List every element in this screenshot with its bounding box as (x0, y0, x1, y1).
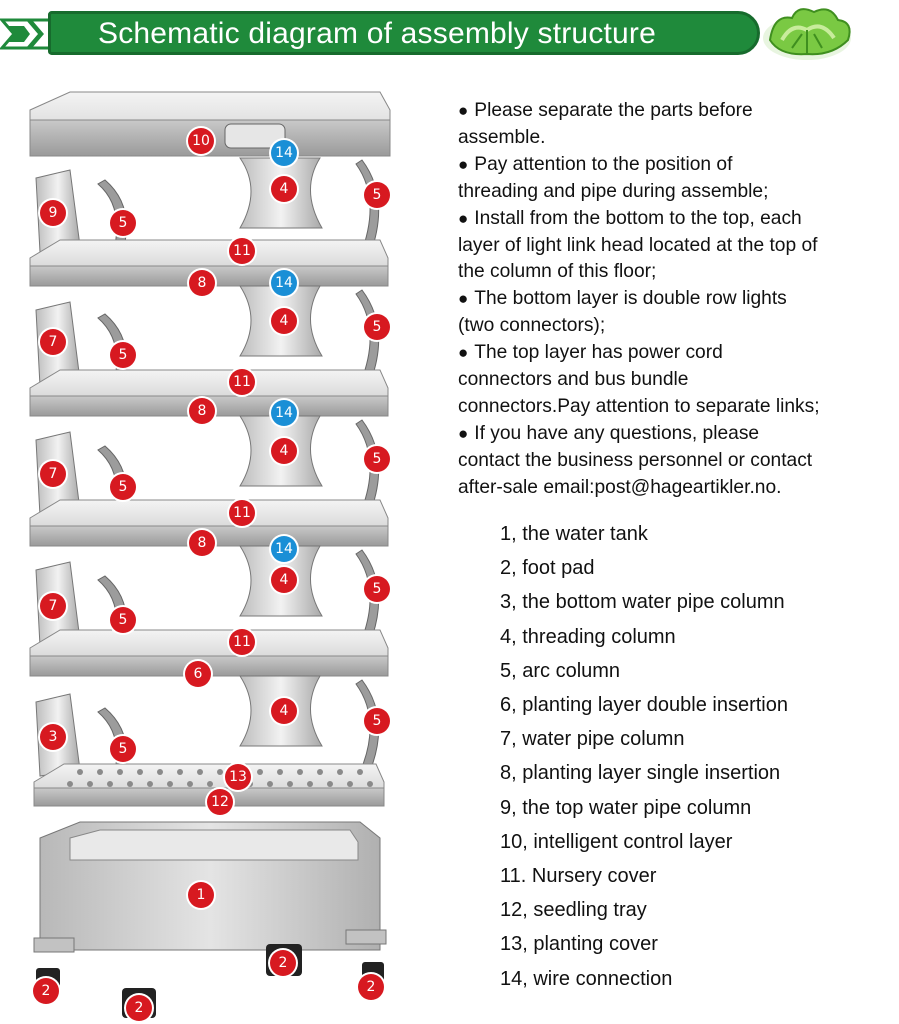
legend-item: 1, the water tank (500, 523, 648, 545)
note-line: ●Install from the bottom to the top, eac… (458, 207, 802, 229)
note-line: ●The bottom layer is double row lights (458, 288, 787, 310)
part-badge: 11 (229, 629, 255, 655)
part-badge: 5 (364, 182, 390, 208)
part-badge: 13 (225, 764, 251, 790)
bullet-icon: ● (458, 423, 469, 443)
part-badge: 4 (271, 176, 297, 202)
page-title: Schematic diagram of assembly structure (98, 17, 657, 50)
part-badge: 8 (189, 270, 215, 296)
part-badge: 5 (364, 576, 390, 602)
legend-item: 2, foot pad (500, 557, 595, 580)
note-line: ●The top layer has power cord (458, 342, 723, 364)
legend-item: 9, the top water pipe column (500, 796, 752, 819)
legend-item: 11. Nursery cover (500, 865, 657, 888)
part-badge: 11 (229, 500, 255, 526)
bullet-icon: ● (458, 154, 469, 174)
bullet-icon: ● (458, 101, 469, 120)
note-line: ●If you have any questions, please (458, 422, 760, 444)
part-badge: 2 (126, 995, 152, 1021)
part-badge: 9 (40, 200, 66, 226)
part-badge: 11 (229, 238, 255, 264)
bullet-icon: ● (458, 289, 469, 309)
part-badge: 4 (271, 698, 297, 724)
part-badge: 7 (40, 593, 66, 619)
part-badge: 14 (271, 536, 297, 562)
part-badge: 8 (189, 398, 215, 424)
part-badge: 5 (364, 446, 390, 472)
note-line: after-sale email:post@hageartikler.no. (458, 476, 782, 498)
exploded-view-drawing (29, 91, 391, 1018)
part-badge: 5 (110, 474, 136, 500)
bullet-icon: ● (458, 208, 469, 228)
part-badge: 1 (188, 882, 214, 908)
title-bar (48, 11, 760, 55)
legend-item: 8, planting layer single insertion (500, 762, 781, 785)
part-badge: 4 (271, 308, 297, 334)
part-badge: 2 (270, 950, 296, 976)
part-badge: 12 (207, 789, 233, 815)
legend-item: 5, arc column (500, 659, 621, 682)
part-badge: 10 (188, 128, 214, 154)
part-badge: 5 (364, 708, 390, 734)
part-badge: 2 (358, 974, 384, 1000)
note-line: ●Please separate the parts before (458, 100, 753, 121)
assembly-diagram: 10 14 9 4 5 5 11 8 14 7 4 5 5 11 8 14 7 … (0, 70, 450, 1024)
part-badge: 5 (110, 210, 136, 236)
part-badge: 3 (40, 724, 66, 750)
assembly-notes: ●Please separate the parts before assemb… (458, 98, 898, 502)
note-line: connectors and bus bundle (458, 369, 689, 391)
part-badge: 14 (271, 400, 297, 426)
part-badge: 4 (271, 567, 297, 593)
part-badge: 14 (271, 140, 297, 166)
foot-pads (36, 944, 384, 1018)
parts-legend: 1, the water tank 2, foot pad 3, the bot… (500, 517, 899, 996)
legend-item: 10, intelligent control layer (500, 830, 733, 853)
part-badge: 14 (271, 270, 297, 296)
header-banner: Schematic diagram of assembly structure (0, 0, 899, 70)
legend-item: 14, wire connection (500, 967, 673, 990)
legend-item: 3, the bottom water pipe column (500, 591, 785, 614)
part-badge: 2 (33, 978, 59, 1004)
note-line: assemble. (458, 126, 546, 148)
note-line: layer of light link head located at the … (458, 234, 818, 256)
part-badge: 6 (185, 661, 211, 687)
note-line: the column of this floor; (458, 261, 657, 283)
note-line: ●Pay attention to the position of (458, 153, 733, 175)
legend-item: 13, planting cover (500, 933, 658, 956)
legend-item: 7, water pipe column (500, 728, 685, 751)
part-badge: 7 (40, 329, 66, 355)
legend-item: 12, seedling tray (500, 899, 647, 922)
part-badge: 11 (229, 369, 255, 395)
part-badge: 5 (364, 314, 390, 340)
note-line: connectors.Pay attention to separate lin… (458, 395, 820, 417)
note-line: threading and pipe during assemble; (458, 180, 769, 202)
part-badge: 5 (110, 342, 136, 368)
part-badge: 5 (110, 736, 136, 762)
part-badge: 8 (189, 530, 215, 556)
lettuce-icon (763, 8, 851, 60)
note-line: (two connectors); (458, 315, 606, 337)
planting-layer-4 (29, 629, 389, 677)
note-line: contact the business personnel or contac… (458, 449, 813, 471)
part-badge: 4 (271, 438, 297, 464)
legend-item: 4, threading column (500, 625, 676, 648)
part-badge: 7 (40, 461, 66, 487)
part-badge: 5 (110, 607, 136, 633)
bullet-icon: ● (458, 343, 469, 363)
legend-item: 6, planting layer double insertion (500, 694, 788, 717)
planting-layer-2 (29, 369, 389, 417)
